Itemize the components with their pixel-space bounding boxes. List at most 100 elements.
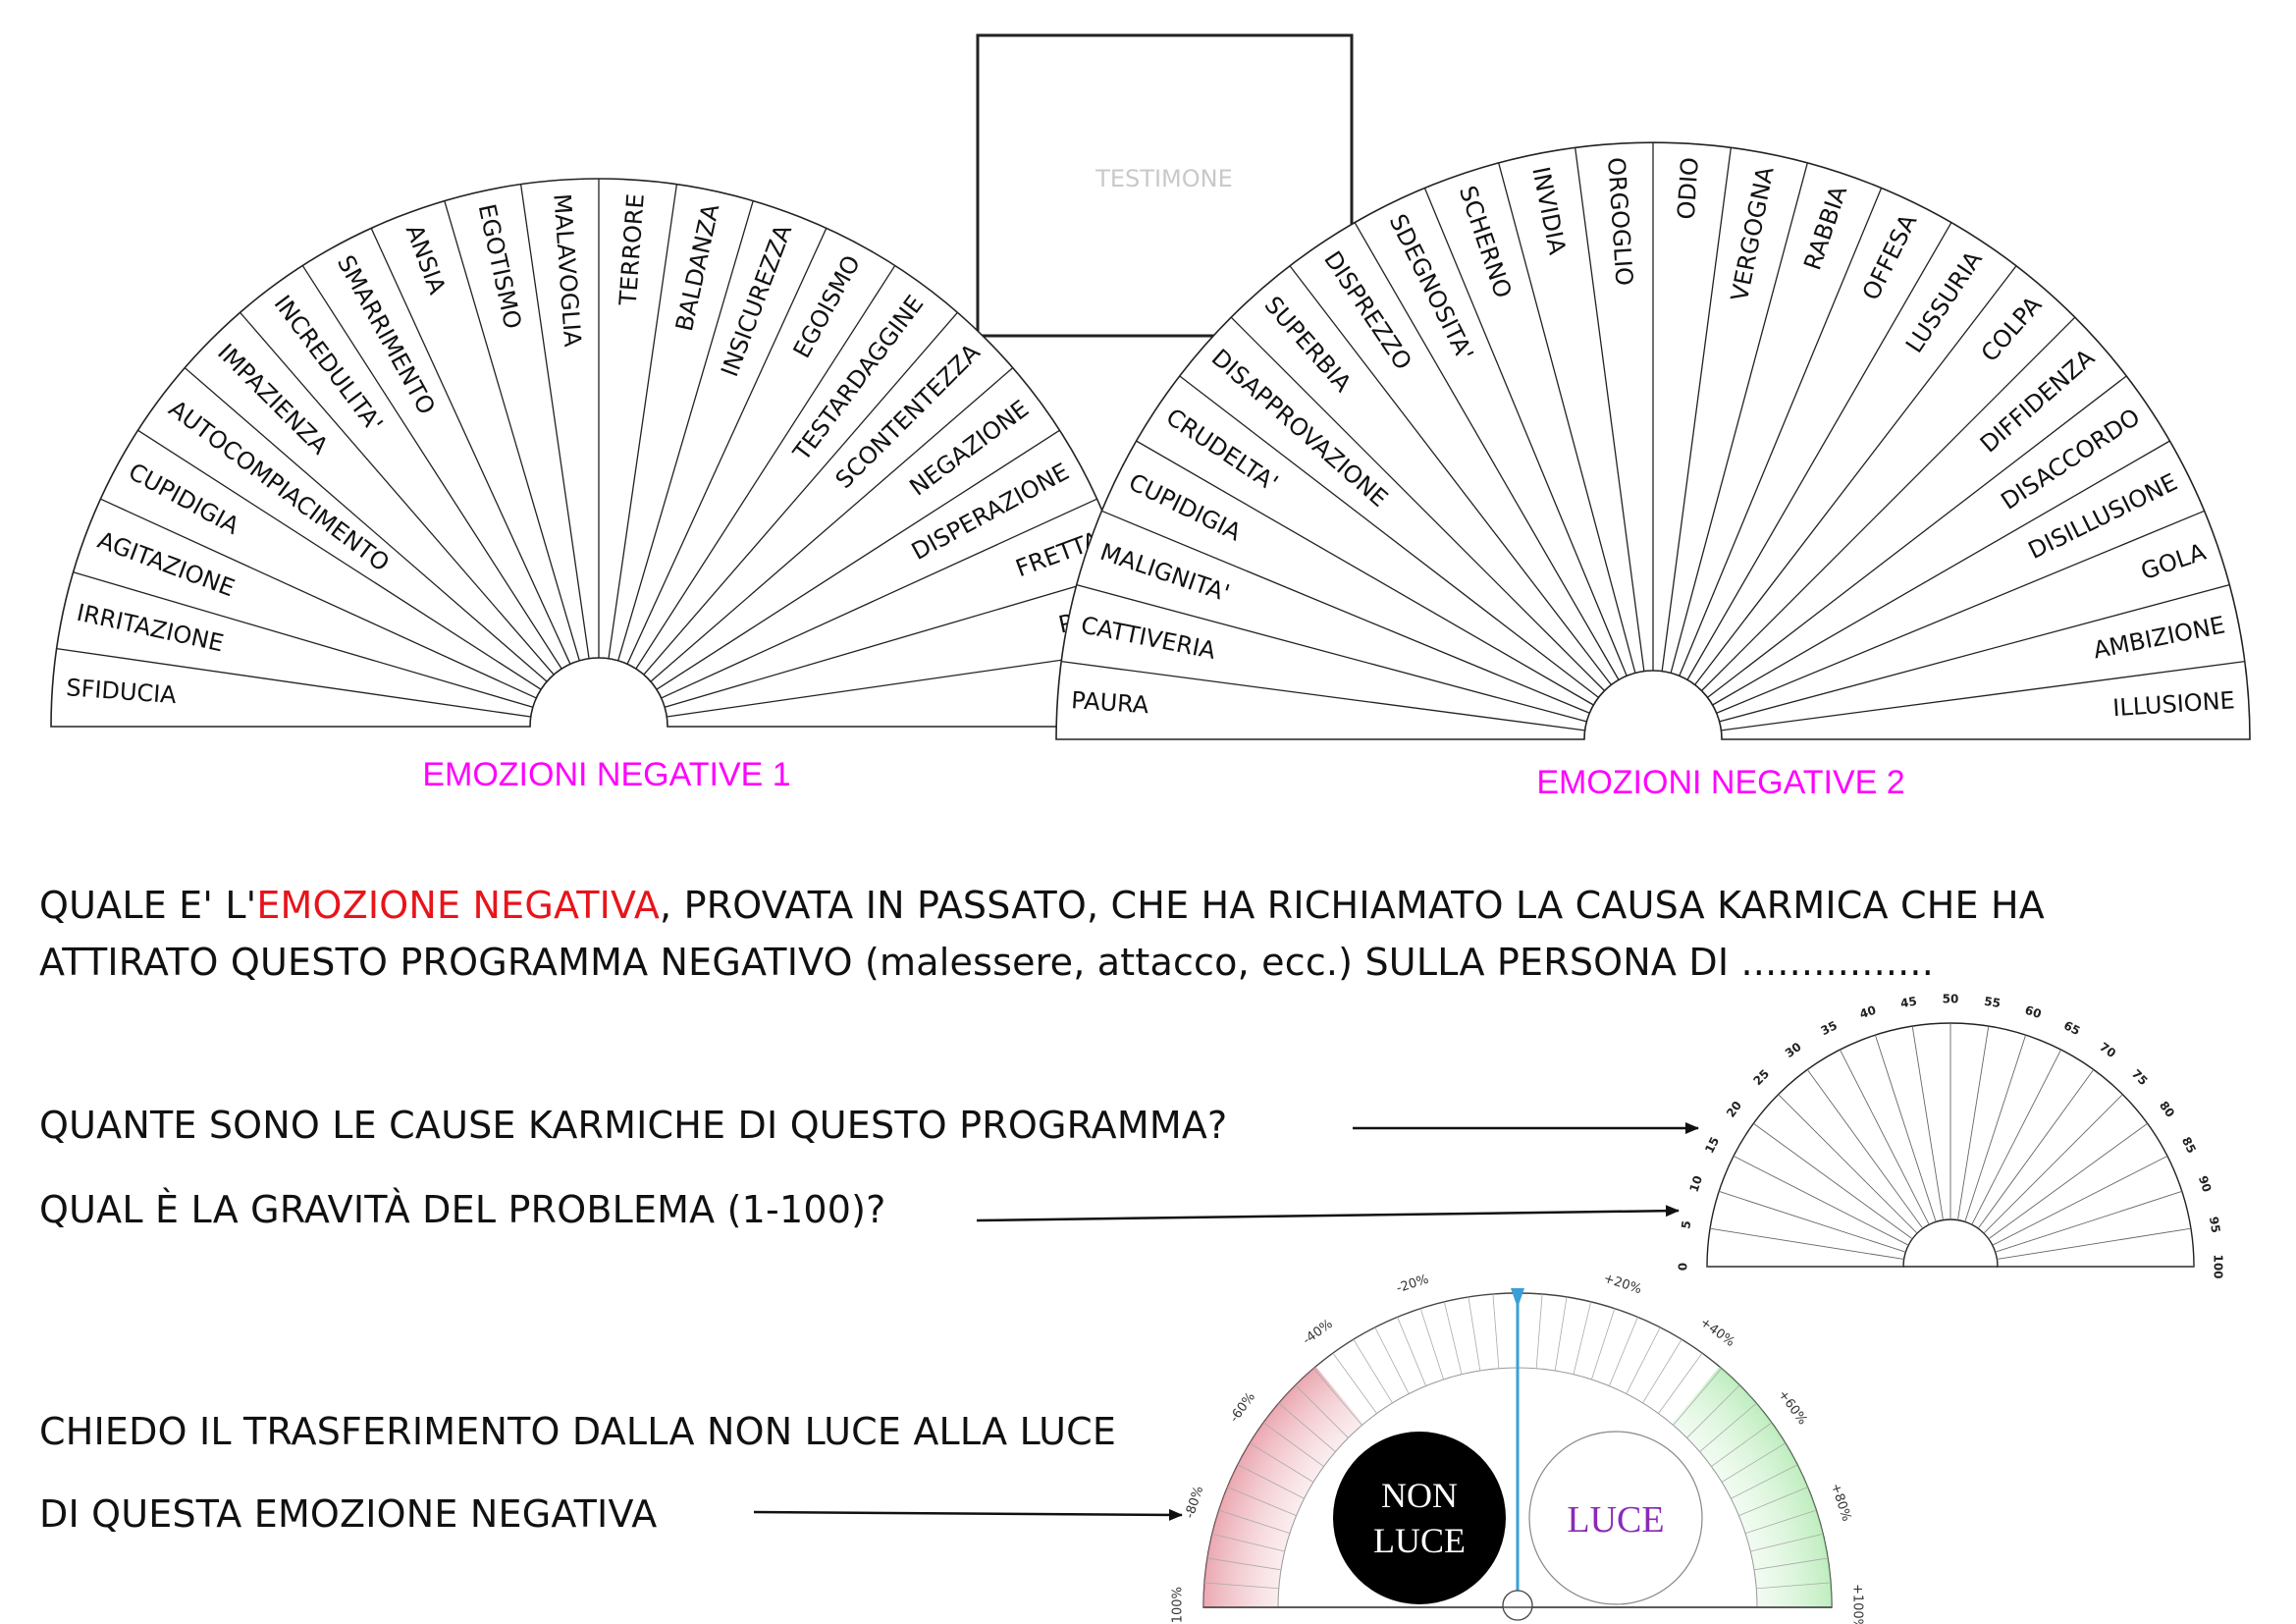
fan1-divider	[137, 429, 542, 690]
fan2-divider	[1712, 440, 2170, 706]
non-luce-label-line2: LUCE	[1373, 1521, 1466, 1560]
fan1-divider	[444, 200, 580, 662]
scale100-tick-label: 55	[1983, 995, 2002, 1010]
fan2-divider	[1694, 265, 2017, 685]
request-transfer-line1: CHIEDO IL TRASFERIMENTO DALLA NON LUCE A…	[39, 1410, 1117, 1453]
fan2-divider	[1136, 440, 1594, 706]
gauge-spoke	[1686, 1384, 1740, 1438]
gauge-hub	[1502, 1590, 1533, 1621]
gauge-spoke	[1642, 1338, 1682, 1404]
fan2-title: EMOZIONI NEGATIVE 2	[1536, 764, 1904, 801]
scale100-spoke	[1806, 1069, 1924, 1229]
arrow-to-gauge	[753, 1508, 1183, 1521]
gauge-spoke	[1744, 1509, 1817, 1534]
fan1-divider	[626, 228, 828, 665]
gauge-spoke	[1468, 1296, 1481, 1372]
emotion-highlight: EMOZIONE NEGATIVA	[256, 884, 661, 927]
scale100-tick-label: 65	[2061, 1018, 2082, 1038]
scale100-tick-label: 10	[1687, 1174, 1705, 1194]
light-gauge: -100%-80%-60%-40%-20%+20%+40%+60%+80%+10…	[1171, 1272, 1865, 1624]
scale100-tick-label: 100	[2212, 1254, 2225, 1278]
gauge-tick-label: -60%	[1227, 1390, 1258, 1426]
gauge-tick-label: -20%	[1395, 1272, 1431, 1297]
gauge-spoke	[1443, 1301, 1463, 1375]
scale100-spoke	[1733, 1156, 1909, 1246]
fan2-divider	[1670, 162, 1808, 674]
fan2-divider	[1721, 660, 2245, 731]
fan1-divider	[656, 429, 1060, 690]
gauge-spoke	[1731, 1464, 1798, 1499]
scale100-tick-label: 90	[2196, 1174, 2214, 1194]
fan2-divider	[1101, 510, 1590, 714]
fan1-divider	[664, 571, 1125, 708]
gauge-spoke	[1295, 1384, 1349, 1438]
fan1-divider	[73, 571, 534, 708]
scale100-tick-label: 80	[2157, 1099, 2177, 1120]
fan2-divider	[1230, 316, 1605, 691]
fan2-divider	[1707, 375, 2127, 698]
gauge-tick-label: +20%	[1602, 1272, 1643, 1298]
luce-circle	[1528, 1431, 1703, 1605]
fan1-divider	[519, 184, 590, 659]
gauge-spoke	[1673, 1368, 1723, 1426]
fan2-divider	[1061, 660, 1585, 731]
scale100-spoke	[1874, 1034, 1937, 1222]
fan2-divider	[1574, 147, 1645, 672]
gauge-tick-label: -80%	[1183, 1485, 1207, 1521]
scale100-tick-label: 60	[2023, 1003, 2043, 1021]
gauge-spoke	[1332, 1352, 1377, 1414]
scale100-spoke	[1971, 1049, 2061, 1225]
witness-box: TESTIMONE	[976, 33, 1354, 338]
gauge-spoke	[1756, 1582, 1832, 1590]
gauge-spoke	[1554, 1296, 1568, 1372]
fan2-label: PAURA	[1070, 686, 1149, 719]
fan-chart-emozioni-negative-2: PAURACATTIVERIAMALIGNITA'CUPIDIGIACRUDEL…	[1055, 141, 2251, 740]
scale100-tick-label: 15	[1702, 1135, 1722, 1156]
scale100-tick-label: 40	[1858, 1003, 1878, 1021]
gauge-spoke	[1262, 1422, 1324, 1467]
scale100-tick-label: 45	[1899, 995, 1918, 1010]
scale100-spoke	[1983, 1094, 2123, 1234]
gauge-tick-label: -100%	[1171, 1587, 1186, 1624]
gauge-spoke	[1721, 1442, 1787, 1483]
non-luce-label-line1: NON	[1381, 1476, 1458, 1515]
scale100-tick-label: 50	[1943, 993, 1959, 1006]
gauge-spoke	[1419, 1308, 1444, 1380]
scale100-spoke	[1997, 1227, 2192, 1260]
gauge-tick-label: +80%	[1828, 1482, 1854, 1523]
fan1-divider	[608, 184, 678, 659]
scale100-spoke	[1995, 1190, 2183, 1253]
fan2-divider	[1289, 265, 1612, 685]
scale100-spoke	[1840, 1049, 1930, 1225]
scale100-spoke	[1977, 1069, 2095, 1229]
fan2-divider	[1498, 162, 1636, 674]
fan-chart-emozioni-negative-1: SFIDUCIAIRRITAZIONEAGITAZIONECUPIDIGIAAU…	[50, 178, 1148, 728]
scale100-spoke	[1988, 1122, 2148, 1240]
scale100-tick-label: 20	[1724, 1099, 1744, 1120]
scale100-spoke	[1992, 1156, 2168, 1246]
scale100-tick-label: 5	[1679, 1219, 1693, 1229]
gauge-spoke	[1227, 1487, 1297, 1516]
fan1-divider	[643, 311, 958, 676]
scale100-tick-label: 95	[2207, 1216, 2222, 1234]
fan1-divider	[635, 265, 896, 670]
fan2-divider	[1716, 510, 2205, 714]
scale100-tick-label: 85	[2179, 1135, 2199, 1156]
scale100-tick-label: 0	[1677, 1263, 1690, 1271]
gauge-right-band	[1671, 1366, 1832, 1607]
witness-label: TESTIMONE	[1095, 165, 1233, 192]
scale100-spoke	[1964, 1034, 2027, 1222]
gauge-pointer-head	[1511, 1288, 1524, 1308]
gauge-spoke	[1535, 1293, 1543, 1369]
gauge-tick-label: +100%	[1850, 1584, 1865, 1624]
fan1-divider	[56, 647, 531, 718]
fan1-divider	[301, 265, 562, 670]
gauge-spoke	[1591, 1308, 1616, 1380]
gauge-left-band	[1203, 1366, 1364, 1607]
fan2-divider	[1423, 188, 1628, 677]
fan2-divider	[1679, 188, 1883, 677]
scale100-tick-label: 35	[1819, 1018, 1840, 1038]
gauge-spoke	[1738, 1487, 1808, 1516]
